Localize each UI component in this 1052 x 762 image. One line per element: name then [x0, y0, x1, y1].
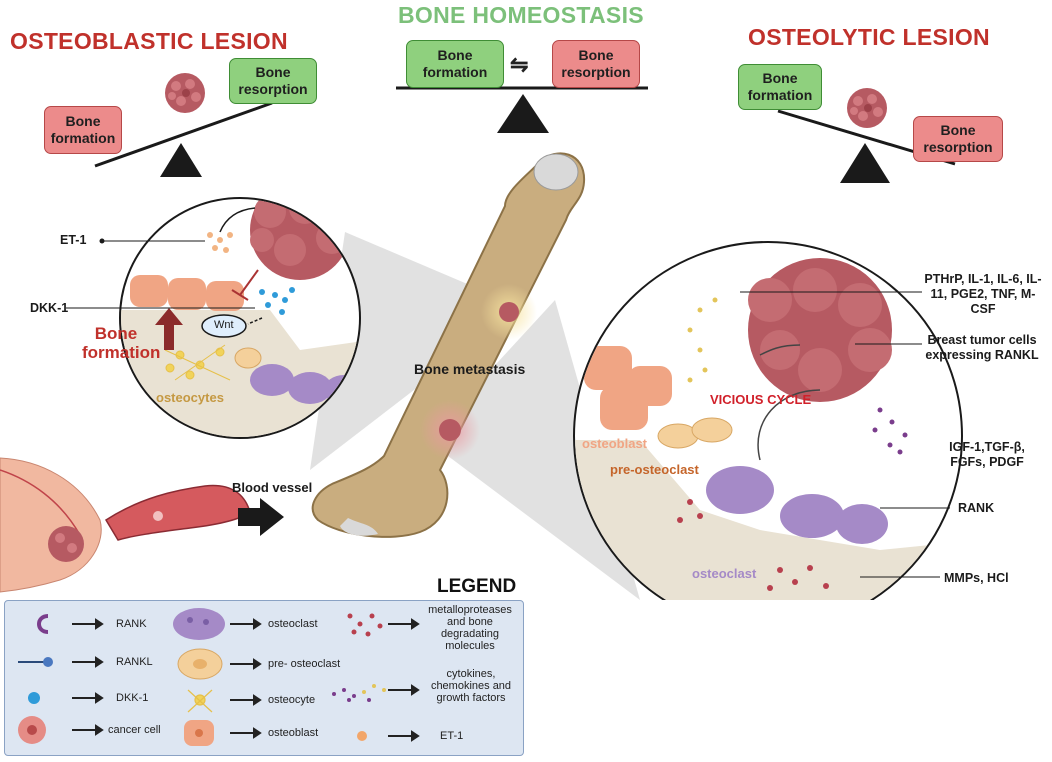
blood-vessel — [104, 484, 251, 541]
upper-metastasis-icon — [499, 302, 519, 322]
legend-osteoclast-label: osteoclast — [268, 618, 318, 630]
right-zoom-circle — [573, 241, 963, 600]
bone-homeostasis-title: BONE HOMEOSTASIS — [398, 2, 644, 28]
legend-metalloproteases-label: metalloproteases and bone degradating mo… — [428, 604, 512, 652]
blood-vessel-arrow-icon — [238, 498, 284, 536]
left-bone-resorption-box: Bone resorption — [229, 58, 317, 104]
osteoblast-label: osteoblast — [582, 436, 648, 451]
legend-cytokines-label: cytokines, chemokines and growth factors — [430, 668, 512, 704]
wnt-label: Wnt — [214, 319, 234, 331]
osteocyte-icon — [187, 689, 213, 713]
main-illustration — [0, 152, 963, 600]
rankl-icon — [18, 657, 53, 667]
osteoclast-icon — [173, 608, 225, 640]
left-bone-formation-box: Bone formation — [44, 106, 122, 154]
osteoblast-icon — [184, 720, 214, 746]
right-zoom-cone — [440, 300, 640, 600]
left-tumor-cluster-icon — [165, 73, 205, 113]
bone-formation-label: Bone formation — [82, 324, 161, 362]
dkk1-label: DKK-1 — [30, 301, 69, 315]
left-fulcrum — [160, 143, 202, 177]
legend-osteocyte-label: osteocyte — [268, 694, 316, 706]
bone-metastasis-label: Bone metastasis — [414, 361, 526, 377]
et1-label: ET-1 — [60, 233, 87, 247]
legend-rankl-label: RANKL — [116, 656, 153, 668]
wnt-receptor — [201, 314, 247, 338]
right-osteoblasts — [584, 346, 672, 430]
osteolytic-lesion-title: OSTEOLYTIC LESION — [748, 24, 990, 50]
left-osteocytes — [164, 344, 231, 381]
breast-tumor-cells-label: Breast tumor cells expressing RANKL — [925, 333, 1039, 362]
legend-et1-label: ET-1 — [440, 730, 464, 742]
legend-osteoblast-label: osteoblast — [268, 727, 319, 739]
right-osteoclasts — [706, 466, 888, 544]
femur-bone — [311, 152, 586, 538]
lower-metastasis-icon — [439, 419, 461, 441]
left-zoom-cone — [310, 232, 505, 470]
center-fulcrum — [497, 94, 549, 133]
center-bone-resorption-box: Bone resorption — [552, 40, 640, 88]
legend-icons — [18, 608, 420, 746]
growth-factors-label: IGF-1,TGF-β, FGFs, PDGF — [949, 440, 1025, 469]
et1-legend-icon — [357, 731, 367, 741]
right-tumor-cluster-icon — [847, 88, 887, 128]
right-bone-resorption-box: Bone resorption — [913, 116, 1003, 162]
legend-title: LEGEND — [437, 576, 517, 597]
legend-cancer-cell-label: cancer cell — [108, 724, 161, 736]
blood-vessel-label: Blood vessel — [232, 480, 313, 495]
osteoblastic-lesion-title: OSTEOBLASTIC LESION — [10, 28, 288, 54]
legend-dkk1-label: DKK-1 — [116, 692, 149, 704]
cytokines-list-label: PTHrP, IL-1, IL-6, IL-11, PGE2, TNF, M-C… — [924, 272, 1042, 316]
center-bone-formation-box: Bone formation — [406, 40, 504, 88]
left-tumor-mass — [250, 199, 350, 280]
cytokines-icon — [332, 684, 386, 702]
legend-pre-osteoclast-label: pre- osteoclast — [268, 658, 341, 670]
right-bone-formation-box: Bone formation — [738, 64, 822, 110]
breast-illustration — [0, 457, 102, 593]
metalloproteases-icon — [347, 613, 383, 637]
equilibrium-arrows-icon: ⇋ — [510, 52, 529, 77]
pre-osteoclast-icon — [177, 648, 223, 680]
osteocytes-label: osteocytes — [156, 390, 224, 405]
left-osteoblast-row — [130, 275, 244, 311]
cancer-cell-icon — [18, 716, 46, 744]
vicious-cycle-label: VICIOUS CYCLE — [710, 392, 812, 407]
legend-rank-label: RANK — [116, 618, 147, 630]
right-tumor-mass — [748, 258, 892, 402]
rank-icon — [37, 614, 49, 634]
rank-label: RANK — [958, 501, 995, 515]
right-fulcrum — [840, 143, 890, 183]
bone-formation-arrow-icon — [155, 308, 183, 350]
osteoclast-label: osteoclast — [692, 566, 757, 581]
dkk1-icon — [28, 692, 40, 704]
left-lever — [94, 101, 273, 168]
pre-osteoclast-label: pre-osteoclast — [610, 462, 699, 477]
mmps-hcl-label: MMPs, HCl — [944, 571, 1009, 585]
